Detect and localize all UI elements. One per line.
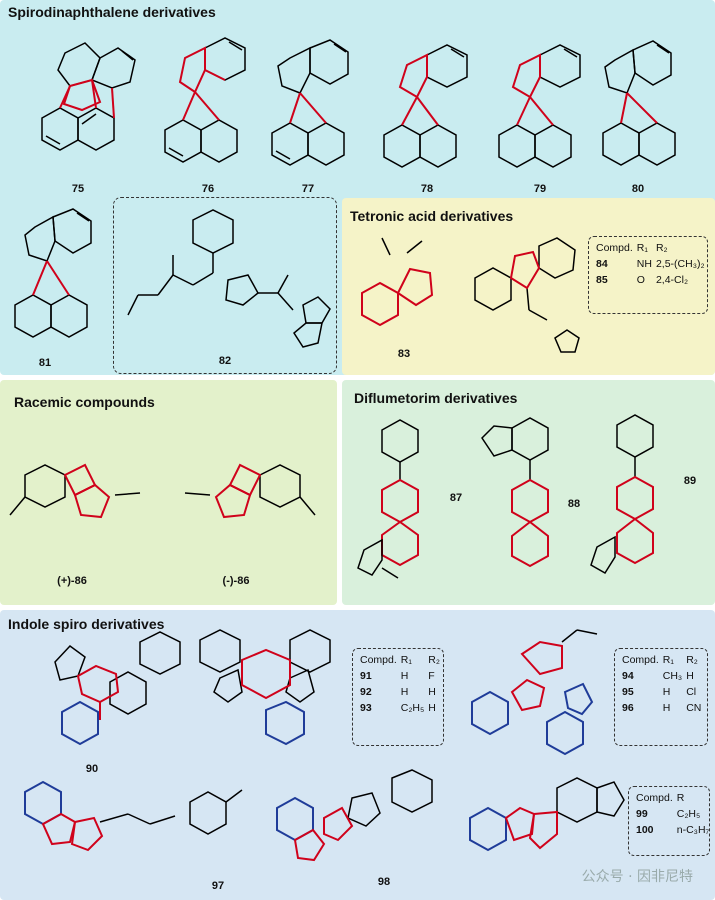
structure-plus-86: [9, 463, 141, 519]
panel-title-tetronic: Tetronic acid derivatives: [350, 208, 514, 224]
structure-81: [14, 208, 92, 338]
watermark-text: 公众号 · 因非尼特: [581, 869, 693, 885]
panel-title-racemic: Racemic compounds: [14, 394, 155, 410]
structure-75: [41, 42, 136, 151]
compound-label-83: 83: [397, 348, 411, 360]
compound-label-88: 88: [567, 498, 581, 510]
compound-label-75: 75: [71, 183, 85, 195]
compound-label-87: 87: [449, 492, 463, 504]
panel-indole: Indole spiro derivatives 90: [0, 610, 715, 900]
compound-label-89: 89: [683, 475, 697, 487]
structure-88: [481, 417, 549, 568]
compound-label-90: 90: [85, 763, 99, 775]
structure-87: [357, 419, 419, 579]
panel-title-indole: Indole spiro derivatives: [8, 616, 165, 632]
panel-diflumetorim: Diflumetorim derivatives 87 88: [342, 380, 715, 605]
compound-82-box: [113, 197, 337, 374]
compound-label-76: 76: [201, 183, 215, 195]
panel-racemic: Racemic compounds (+)-86 (-)-86: [0, 380, 337, 605]
structure-99-100: [469, 777, 625, 852]
compound-label-79: 79: [533, 183, 547, 195]
structure-80: [602, 40, 676, 166]
panel-title-diflumetorim: Diflumetorim derivatives: [354, 390, 518, 406]
structure-83: [361, 237, 434, 327]
structure-79: [498, 44, 581, 168]
structure-97: [24, 780, 243, 852]
compound-label-minus-86: (-)-86: [222, 575, 250, 587]
compound-label-82: 82: [218, 355, 232, 367]
compound-label-97: 97: [211, 880, 225, 892]
structure-94-96: [471, 629, 598, 756]
compound-label-81: 81: [38, 357, 52, 369]
compound-label-98: 98: [377, 876, 391, 888]
compound-label-78: 78: [420, 183, 434, 195]
compound-label-80: 80: [631, 183, 645, 195]
structure-minus-86: [184, 463, 316, 519]
structure-78: [383, 44, 468, 168]
structure-82: [127, 209, 331, 348]
structure-98: [276, 769, 433, 862]
compound-label-77: 77: [301, 183, 315, 195]
compound-label-plus-86: (+)-86: [57, 575, 87, 587]
structure-91-93: [199, 629, 331, 746]
panel-title-spirodinaphthalene: Spirodinaphthalene derivatives: [8, 4, 216, 20]
structure-89: [590, 414, 654, 575]
structure-76: [164, 37, 246, 163]
structure-90: [54, 631, 181, 746]
structure-77: [271, 39, 349, 166]
structure-84-85: [474, 237, 580, 353]
